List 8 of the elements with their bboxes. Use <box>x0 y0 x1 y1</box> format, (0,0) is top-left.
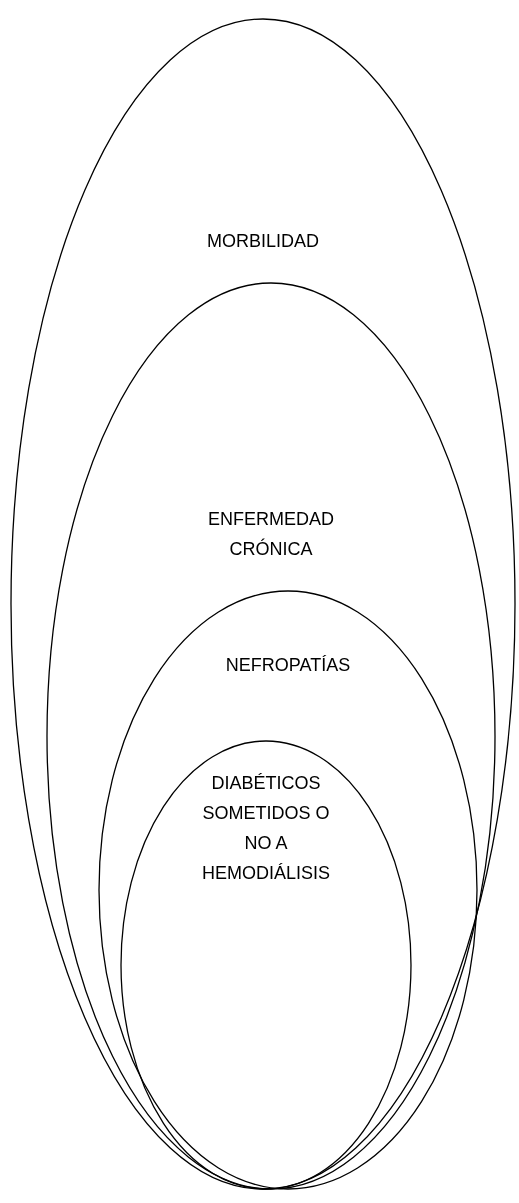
set-label: MORBILIDAD <box>206 230 320 253</box>
set-ellipse <box>98 590 478 1190</box>
set-label: ENFERMEDAD CRÓNICA <box>207 508 335 561</box>
set-ellipse <box>46 282 496 1190</box>
set-label: NEFROPATÍAS <box>224 654 352 677</box>
set-ellipse <box>10 18 516 1190</box>
set-label: DIABÉTICOS SOMETIDOS O NO A HEMODIÁLISIS <box>201 772 331 885</box>
set-ellipse <box>120 740 412 1190</box>
